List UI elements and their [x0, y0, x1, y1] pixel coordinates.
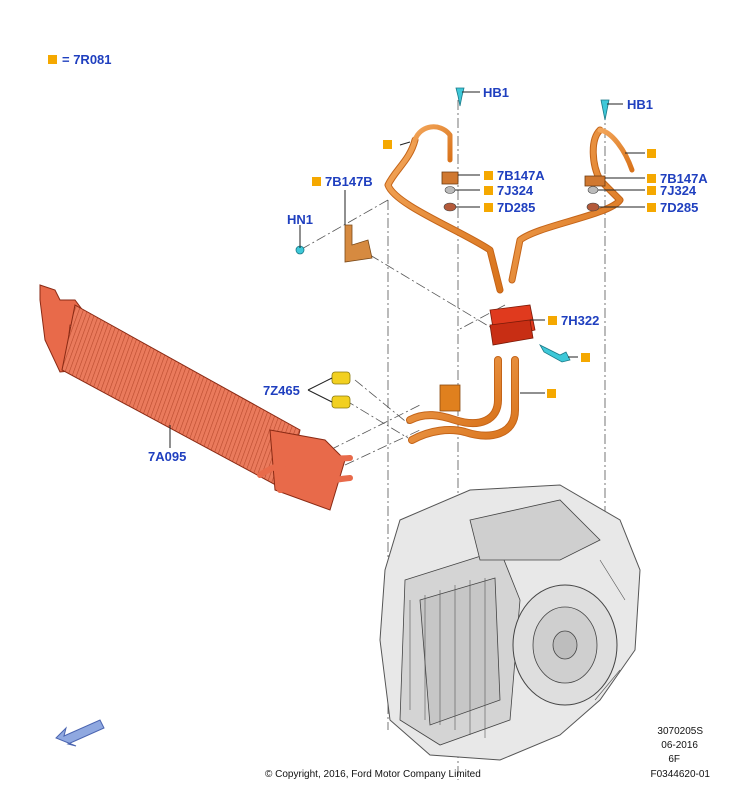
- callout-hb1-right: HB1: [627, 97, 653, 112]
- cooler-lines: [384, 124, 635, 444]
- callout-labels: HB1 HB1 7B147A 7J324 7D285 7B147A 7J324 …: [148, 85, 708, 464]
- callout-7j324-right: 7J324: [660, 183, 697, 198]
- marker-7r081: [647, 203, 656, 212]
- callout-7d285-right: 7D285: [660, 200, 698, 215]
- legend: = 7R081: [48, 52, 112, 67]
- doc-id: 3070205S: [657, 726, 703, 737]
- marker-7r081: [484, 203, 493, 212]
- marker-7r081: [548, 316, 557, 325]
- 7r081-markers: [312, 140, 656, 398]
- copyright: © Copyright, 2016, Ford Motor Company Li…: [265, 769, 481, 780]
- doc-date: 06-2016: [661, 740, 698, 751]
- callout-7a095: 7A095: [148, 449, 186, 464]
- leader-lines: [169, 91, 645, 448]
- brackets: [344, 171, 606, 263]
- callout-7h322: 7H322: [561, 313, 599, 328]
- legend-text: = 7R081: [62, 52, 112, 67]
- callout-hn1: HN1: [287, 212, 313, 227]
- marker-7r081: [647, 149, 656, 158]
- doc-variant: 6F: [668, 754, 680, 765]
- callout-7b147a-right: 7B147A: [660, 171, 708, 186]
- marker-7r081: [383, 140, 392, 149]
- transmission-housing: [379, 484, 641, 761]
- marker-7r081: [484, 186, 493, 195]
- callout-7z465: 7Z465: [263, 383, 300, 398]
- oil-cooler: [39, 284, 353, 511]
- fasteners: [295, 87, 610, 363]
- quick-connect-fittings: [331, 371, 351, 409]
- callout-7b147a-left: 7B147A: [497, 168, 545, 183]
- marker-7r081: [484, 171, 493, 180]
- marker-7r081: [312, 177, 321, 186]
- legend-marker: [48, 55, 57, 64]
- callout-7j324-left: 7J324: [497, 183, 534, 198]
- callout-hb1-left: HB1: [483, 85, 509, 100]
- arrow-down-left-icon[interactable]: [55, 719, 105, 747]
- marker-7r081: [547, 389, 556, 398]
- marker-7r081: [647, 186, 656, 195]
- connector-block: [489, 277, 536, 346]
- callout-7b147b: 7B147B: [325, 174, 373, 189]
- callout-7d285-left: 7D285: [497, 200, 535, 215]
- figure-id: F0344620-01: [651, 769, 711, 780]
- marker-7r081: [581, 353, 590, 362]
- footer: 3070205S 06-2016 6F F0344620-01 © Copyri…: [265, 726, 710, 780]
- marker-7r081: [647, 174, 656, 183]
